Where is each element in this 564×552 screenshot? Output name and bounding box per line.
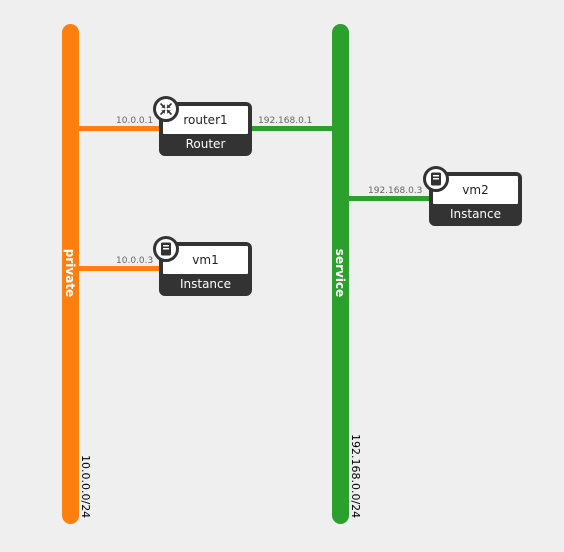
network-service-bar[interactable]	[332, 24, 349, 524]
link-router1-service	[250, 126, 334, 131]
link-vm2-service	[348, 196, 432, 201]
link-router1-private	[78, 126, 162, 131]
link-vm1-private	[78, 266, 162, 271]
network-service-label: service	[333, 248, 347, 298]
ip-router1-service: 192.168.0.1	[258, 116, 313, 126]
node-router1-type: Router	[185, 137, 226, 151]
node-vm2-type: Instance	[449, 207, 502, 221]
server-icon	[423, 166, 449, 192]
router-icon	[153, 96, 179, 122]
network-service-cidr: 192.168.0.0/24	[349, 434, 362, 519]
ip-vm2-service: 192.168.0.3	[368, 186, 423, 196]
ip-vm1-private: 10.0.0.3	[116, 256, 154, 266]
network-private-label: private	[63, 248, 77, 298]
server-icon	[153, 236, 179, 262]
node-vm1-type: Instance	[179, 277, 232, 291]
network-private-cidr: 10.0.0.0/24	[79, 455, 92, 519]
ip-router1-private: 10.0.0.1	[116, 116, 154, 126]
node-router1[interactable]: router1 Router	[159, 102, 252, 156]
network-private-bar[interactable]	[62, 24, 79, 524]
